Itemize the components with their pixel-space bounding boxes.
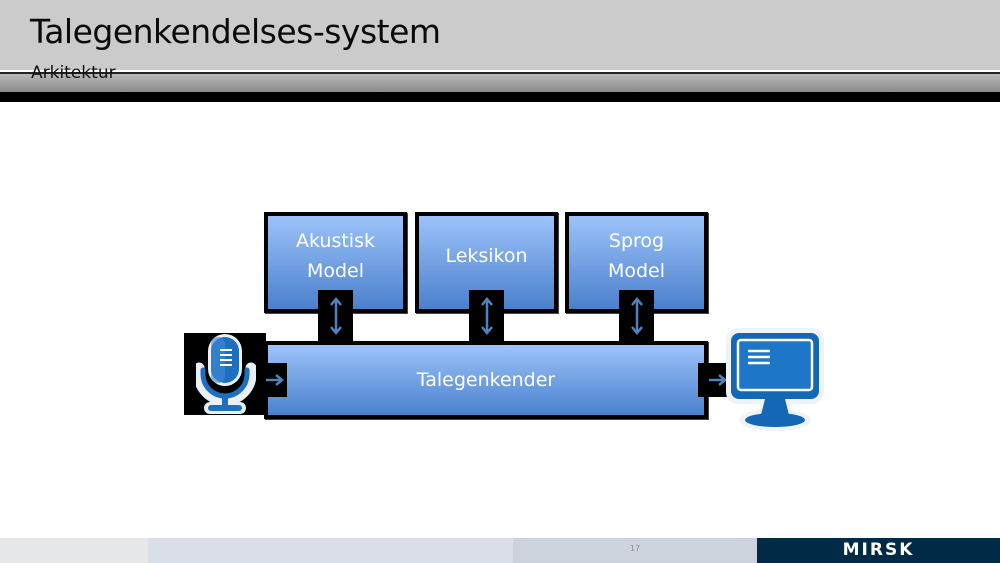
acoustic-model-connector — [318, 290, 353, 342]
acoustic-model-label: Akustisk Model — [296, 226, 375, 300]
header-gradient-bar — [0, 74, 1000, 92]
lexicon-label-line1: Leksikon — [445, 244, 528, 267]
language-model-connector — [619, 290, 654, 342]
right-arrow-icon — [265, 374, 284, 386]
monitor-icon — [724, 326, 826, 436]
mirsk-logo: MIRSK — [842, 540, 915, 560]
input-port — [262, 363, 287, 397]
header-black-band — [0, 92, 1000, 102]
lexicon-connector — [469, 290, 504, 342]
language-model-label-line1: Sprog — [608, 229, 665, 252]
double-arrow-icon — [329, 297, 342, 335]
footer-segment-2 — [148, 538, 513, 563]
footer-segment-3 — [513, 538, 757, 563]
language-model-label: Sprog Model — [608, 226, 665, 300]
acoustic-model-label-line1: Akustisk — [296, 229, 375, 252]
header-divider — [0, 72, 1000, 74]
footer-logo-background — [757, 538, 1000, 563]
header-background — [0, 0, 1000, 70]
lexicon-label: Leksikon — [445, 241, 527, 285]
footer-segment-1 — [0, 538, 148, 563]
slide-subtitle: Arkitektur — [31, 63, 116, 83]
double-arrow-icon — [630, 297, 643, 335]
microphone-icon — [193, 334, 257, 418]
language-model-label-line2: Model — [607, 259, 666, 282]
slide-title: Talegenkendelses-system — [30, 12, 441, 51]
recognizer-label: Talegenkender — [416, 369, 556, 391]
right-arrow-icon — [709, 374, 727, 386]
acoustic-model-label-line2: Model — [306, 259, 365, 282]
page-number: 17 — [629, 544, 641, 553]
recognizer-box: Talegenkender — [264, 341, 708, 419]
double-arrow-icon — [480, 297, 493, 335]
